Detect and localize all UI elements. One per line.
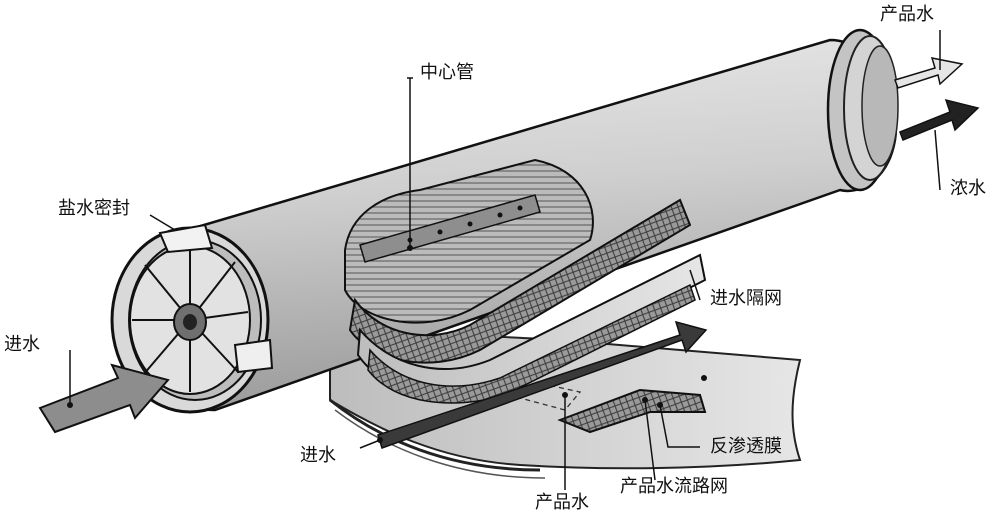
feed-water-arrow-bottom: [377, 320, 708, 449]
label-feed-spacer: 进水隔网: [710, 288, 782, 309]
leader-dots: [67, 245, 707, 443]
feed-water-arrow-left: [38, 363, 170, 434]
permeate-carrier-strip: [557, 388, 707, 434]
concentrate-arrow: [899, 98, 980, 141]
leader-lines: [69, 30, 941, 490]
label-membrane: 反渗透膜: [710, 436, 782, 457]
anti-telescoping-device: [110, 223, 274, 414]
label-permeate-carrier: 产品水流路网: [620, 476, 728, 497]
center-tube: [359, 194, 541, 263]
label-product-water-bottom: 产品水: [535, 492, 589, 513]
product-water-arrow: [894, 57, 964, 89]
label-product-water-top: 产品水: [880, 4, 934, 25]
label-feed-water-left: 进水: [4, 334, 40, 355]
label-brine-seal: 盐水密封: [58, 198, 130, 219]
label-feed-water-bottom: 进水: [300, 445, 336, 466]
label-concentrate: 浓水: [950, 178, 986, 199]
label-center-tube: 中心管: [420, 62, 474, 83]
